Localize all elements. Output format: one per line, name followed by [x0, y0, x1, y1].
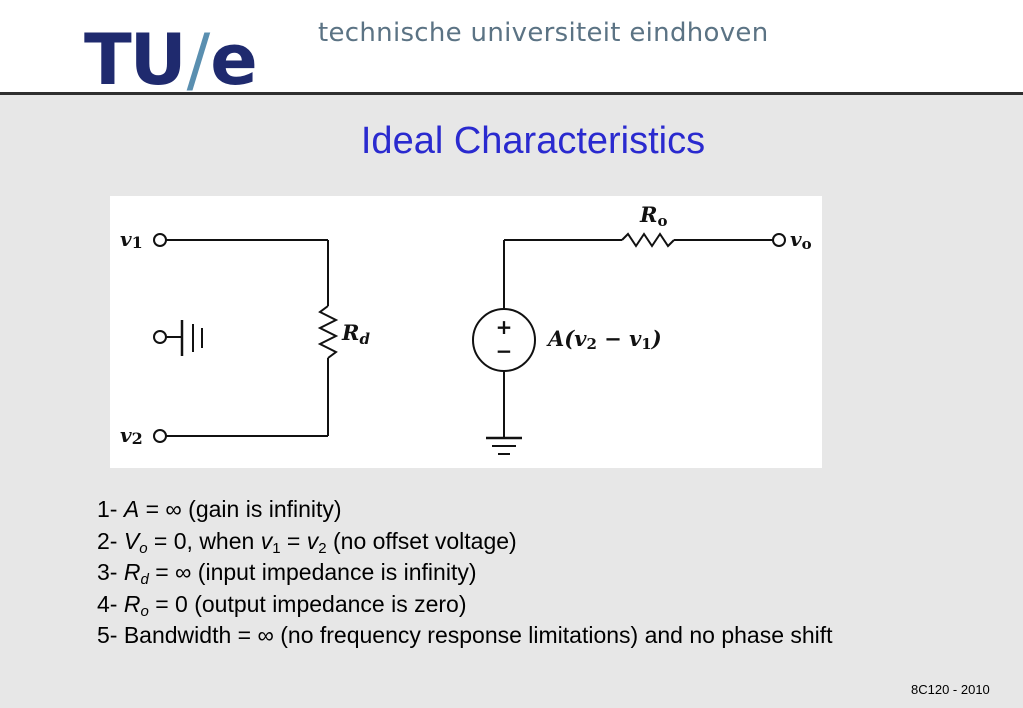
v2-terminal: [153, 429, 167, 443]
plus-sign: +: [496, 315, 513, 339]
ground-terminal: [153, 330, 167, 344]
slide-title: Ideal Characteristics: [360, 120, 706, 162]
v1-label: v1: [120, 227, 143, 252]
vo-terminal: [772, 233, 786, 247]
ro-label: Ro: [639, 202, 667, 230]
ro-resistor: [621, 232, 675, 248]
v1-terminal: [153, 233, 167, 247]
list-item: 5- Bandwidth = ∞ (no frequency response …: [97, 622, 833, 648]
list-item: 2- Vo = 0, when v1 = v2 (no offset volta…: [97, 527, 517, 557]
tue-logo: TU/e: [84, 19, 258, 101]
university-name: technische universiteit eindhoven: [318, 18, 769, 48]
characteristics-list: 1- A = ∞ (gain is infinity) 2- Vo = 0, w…: [97, 494, 833, 652]
list-item: 1- A = ∞ (gain is infinity): [97, 496, 342, 522]
list-item: 3- Rd = ∞ (input impedance is infinity): [97, 559, 477, 588]
logo-slash: /: [186, 19, 211, 101]
minus-sign: −: [496, 339, 513, 363]
header-divider: [0, 92, 1023, 95]
vo-label: vo: [790, 227, 812, 253]
list-item: 4- Ro = 0 (output impedance is zero): [97, 590, 467, 620]
rd-resistor: [317, 305, 339, 359]
logo-e: e: [210, 19, 258, 101]
v2-label: v2: [120, 423, 143, 448]
course-footer: 8C120 - 2010: [911, 682, 990, 697]
logo-tu: TU: [84, 19, 187, 101]
opamp-equivalent-circuit: v1 v2 Rd Ro vo + − A(v2 − v1): [110, 196, 822, 468]
rd-label: Rd: [341, 320, 370, 348]
slide-header: TU/e technische universiteit eindhoven: [0, 0, 1023, 100]
source-expression: A(v2 − v1): [546, 326, 662, 353]
